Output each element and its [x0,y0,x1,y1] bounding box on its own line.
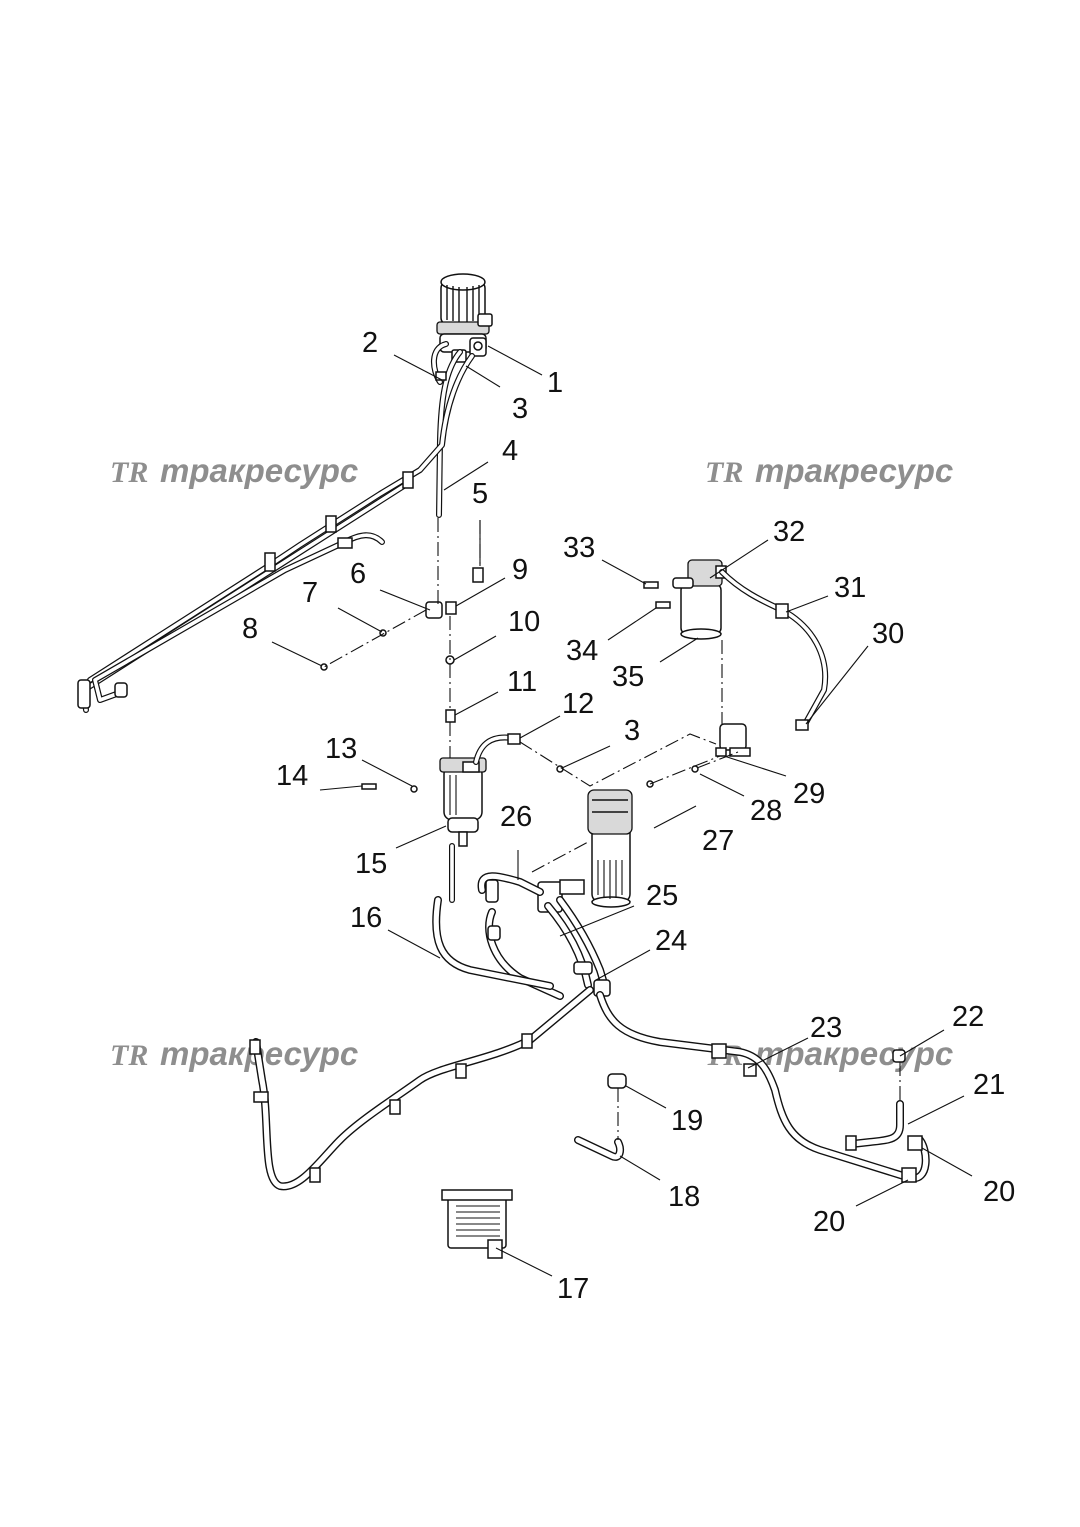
watermark-top-right: TR тракресурс [705,452,953,489]
left-pipe-assembly [77,471,414,713]
callout-35: 35 [612,661,644,693]
watermark-bottom-left: TR тракресурс [110,1035,358,1072]
watermark-brand: тракресурс [755,1035,953,1072]
fuel-lines-part-2-3-4 [87,341,475,683]
callout-21: 21 [973,1069,1005,1101]
callout-29: 29 [793,778,825,810]
callout-4: 4 [502,435,518,467]
watermark-brand: тракресурс [755,452,953,489]
small-hose-18-19 [574,1073,627,1161]
callout-6: 6 [350,558,366,590]
primer-pump-part-1 [436,273,493,363]
callout-16: 16 [350,902,382,934]
callout-14: 14 [276,760,308,792]
callout-3: 3 [512,393,528,425]
callout-20a: 20 [813,1206,845,1238]
callout-31: 31 [834,572,866,604]
right-hose-20-23 [596,991,930,1183]
watermark-top-left: TR тракресурс [110,452,358,489]
callout-34: 34 [566,635,598,667]
leader-lines [271,345,973,1277]
center-lines [323,518,901,1140]
long-hose-part-16 [249,896,594,1191]
watermark-logo-mark: TR [110,456,148,489]
heater-part-17 [441,1189,513,1259]
callout-28: 28 [750,795,782,827]
callout-22: 22 [952,1001,984,1033]
callout-9: 9 [512,554,528,586]
callout-26: 26 [500,801,532,833]
callouts: 1 2 3 4 5 6 7 8 9 10 11 12 3 13 14 15 16… [242,327,1015,1305]
callout-30: 30 [872,618,904,650]
callout-1: 1 [547,367,563,399]
callout-24: 24 [655,925,687,957]
callout-27: 27 [702,825,734,857]
hose-assembly-24-25 [477,872,611,1000]
callout-20b: 20 [983,1176,1015,1208]
callout-8: 8 [242,613,258,645]
callout-5: 5 [472,478,488,510]
callout-7: 7 [302,577,318,609]
fuel-filter-part-26 [537,789,633,913]
callout-15: 15 [355,848,387,880]
callout-11: 11 [507,666,537,698]
small-hardware-5-11 [320,567,484,723]
watermark-logo-mark: TR [110,1039,148,1072]
callout-3b: 3 [624,715,640,747]
callout-12: 12 [562,688,594,720]
callout-2: 2 [362,327,378,359]
watermark-brand: тракресурс [160,452,358,489]
watermark-logo-mark: TR [705,456,743,489]
callout-32: 32 [773,516,805,548]
callout-17: 17 [557,1273,589,1305]
callout-23: 23 [810,1012,842,1044]
fuel-filter-part-15 [361,733,564,903]
right-filter-assembly-29-35 [643,559,829,788]
callout-19: 19 [671,1105,703,1137]
callout-33: 33 [563,532,595,564]
callout-10: 10 [508,606,540,638]
callout-13: 13 [325,733,357,765]
callout-18: 18 [668,1181,700,1213]
callout-25: 25 [646,880,678,912]
